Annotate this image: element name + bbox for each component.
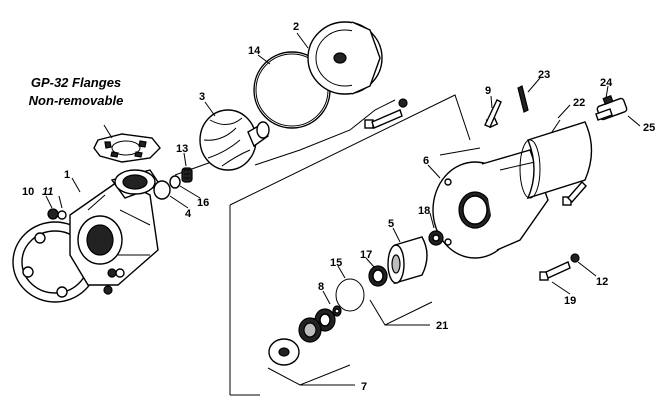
callout-1: 1	[64, 169, 70, 181]
callout-4: 4	[185, 208, 192, 220]
body-bolts	[47, 208, 125, 295]
callout-23: 23	[538, 69, 550, 81]
o-ring-17	[368, 265, 388, 287]
callout-21: 21	[436, 320, 448, 332]
callout-24: 24	[600, 77, 613, 89]
pin	[517, 85, 529, 113]
shaft-sleeve	[519, 121, 593, 200]
washer-18	[428, 230, 444, 246]
callout-17: 17	[360, 249, 372, 261]
gp32-flange	[93, 133, 161, 163]
seal-parts	[268, 305, 342, 366]
callout-2: 2	[293, 21, 299, 33]
callout-19: 19	[564, 295, 576, 307]
seal-housing	[387, 236, 428, 285]
callout-numbers: 1 2 3 4 5 6 7 8 9 10 11 12 13 14 15 16 1…	[22, 21, 655, 393]
callout-13: 13	[176, 143, 188, 155]
motor-adapter	[432, 149, 549, 259]
adapter-bolts	[364, 98, 502, 129]
flange-caption: GP-32 Flanges Non-removable	[29, 75, 124, 108]
casing-cover	[307, 21, 383, 95]
adapter-lower-bolts	[539, 180, 587, 281]
callout-25: 25	[643, 122, 655, 134]
callout-18: 18	[418, 205, 430, 217]
caption-line-1: GP-32 Flanges	[31, 75, 121, 90]
impeller	[199, 109, 270, 171]
set-screw	[595, 95, 628, 121]
callout-10: 10	[22, 186, 34, 198]
callout-5: 5	[388, 218, 394, 230]
adapter-parts	[153, 167, 193, 200]
callout-8: 8	[318, 281, 324, 293]
callout-leaders	[45, 32, 641, 305]
caption-line-2: Non-removable	[29, 93, 124, 108]
callout-3: 3	[199, 91, 205, 103]
callout-9: 9	[485, 85, 491, 97]
callout-11: 11	[42, 186, 53, 198]
group-brackets	[267, 299, 433, 386]
callout-12: 12	[596, 276, 608, 288]
callout-6: 6	[423, 155, 429, 167]
callout-16: 16	[197, 197, 209, 209]
o-ring-15	[335, 278, 365, 312]
callout-14: 14	[248, 45, 261, 57]
callout-15: 15	[330, 257, 342, 269]
pump-body	[12, 169, 162, 303]
callout-22: 22	[573, 97, 585, 109]
callout-7: 7	[361, 381, 367, 393]
